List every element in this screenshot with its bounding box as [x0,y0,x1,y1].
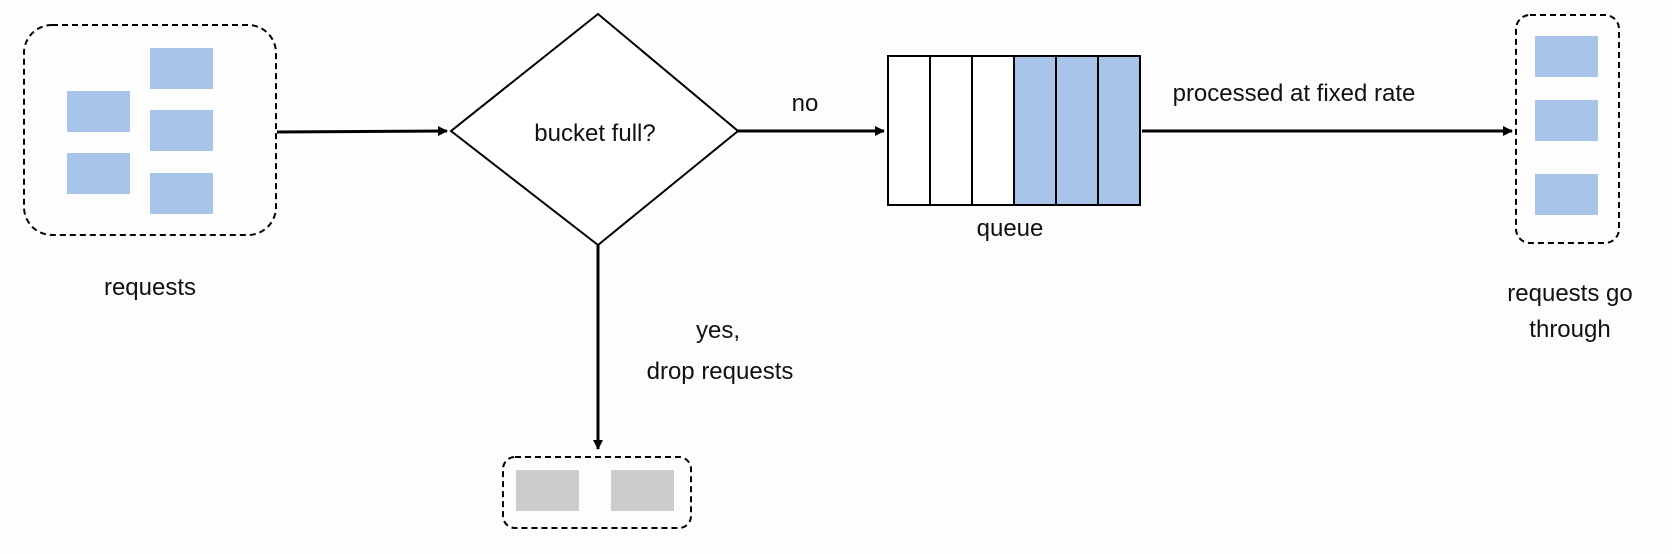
output-requests-container [1515,14,1620,244]
dropped-requests-container [502,456,692,529]
incoming-requests-container [23,24,277,236]
queue [887,55,1141,206]
go-through-label-line1: requests go [1507,280,1632,307]
queue-slot-empty [887,55,931,206]
no-branch-label: no [792,90,819,117]
dropped-request-block [611,470,674,511]
queue-slot-empty [929,55,973,206]
queue-slot-filled [1097,55,1141,206]
output-requests-group [1515,14,1620,244]
incoming-request-block [150,110,213,151]
processed-label: processed at fixed rate [1173,80,1416,107]
incoming-request-block [67,153,130,194]
decision-label: bucket full? [534,120,655,147]
yes-branch-label-line2: drop requests [647,358,794,385]
output-request-block [1535,36,1598,77]
incoming-request-block [67,91,130,132]
go-through-label-line2: through [1529,316,1610,343]
output-request-block [1535,174,1598,215]
requests-label: requests [104,274,196,301]
incoming-request-block [150,48,213,89]
queue-slot-empty [971,55,1015,206]
output-request-block [1535,100,1598,141]
yes-branch-label-line1: yes, [696,317,740,344]
incoming-requests-group [23,24,277,236]
incoming-request-block [150,173,213,214]
queue-label: queue [977,215,1044,242]
queue-slot-filled [1013,55,1057,206]
queue-slot-filled [1055,55,1099,206]
arrow-to-decision [276,126,448,137]
dropped-requests-group [502,456,692,529]
dropped-request-block [516,470,579,511]
